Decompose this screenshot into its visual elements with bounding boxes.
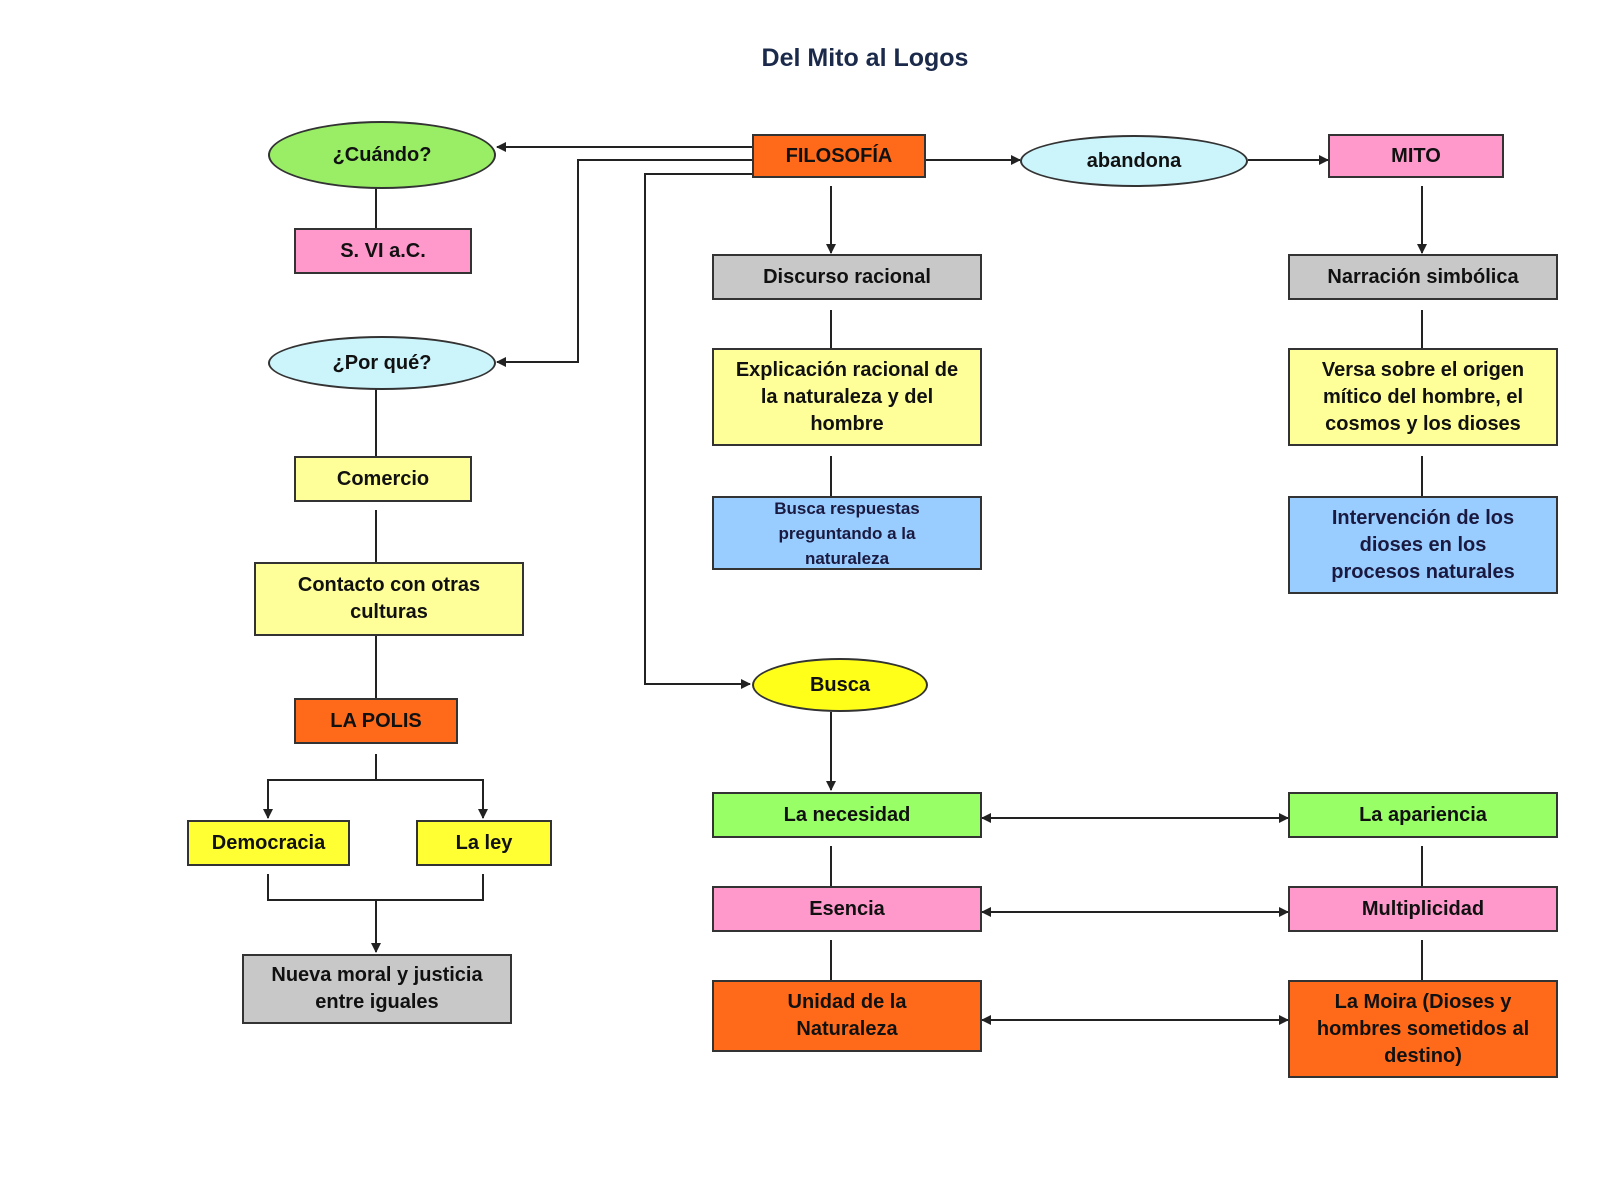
node-abandona: abandona [1020, 135, 1248, 187]
node-filosofia: FILOSOFÍA [752, 134, 926, 178]
node-moira: La Moira (Dioses y hombres sometidos al … [1288, 980, 1558, 1078]
node-contacto: Contacto con otras culturas [254, 562, 524, 636]
node-explicacion: Explicación racional de la naturaleza y … [712, 348, 982, 446]
node-apariencia: La apariencia [1288, 792, 1558, 838]
node-unidad: Unidad de la Naturaleza [712, 980, 982, 1052]
node-discurso: Discurso racional [712, 254, 982, 300]
node-busca-respuestas: Busca respuestas preguntando a la natura… [712, 496, 982, 570]
edge-democracia-join [267, 874, 484, 901]
node-narracion: Narración simbólica [1288, 254, 1558, 300]
edge-polis-democracia [263, 779, 376, 819]
node-intervencion: Intervención de los dioses en los proces… [1288, 496, 1558, 594]
node-cuando: ¿Cuándo? [268, 121, 496, 189]
node-comercio: Comercio [294, 456, 472, 502]
node-nueva-moral: Nueva moral y justicia entre iguales [242, 954, 512, 1024]
node-polis: LA POLIS [294, 698, 458, 744]
node-busca: Busca [752, 658, 928, 712]
edge-polis-ley [376, 779, 488, 819]
node-democracia: Democracia [187, 820, 350, 866]
edge-filosofia-busca [644, 173, 752, 689]
node-ley: La ley [416, 820, 552, 866]
node-necesidad: La necesidad [712, 792, 982, 838]
node-mito: MITO [1328, 134, 1504, 178]
node-versa: Versa sobre el origen mítico del hombre,… [1288, 348, 1558, 446]
node-siglo: S. VI a.C. [294, 228, 472, 274]
node-multiplicidad: Multiplicidad [1288, 886, 1558, 932]
diagram-title: Del Mito al Logos [761, 44, 969, 72]
node-esencia: Esencia [712, 886, 982, 932]
edge-filosofia-porque [496, 159, 752, 367]
node-por-que: ¿Por qué? [268, 336, 496, 390]
